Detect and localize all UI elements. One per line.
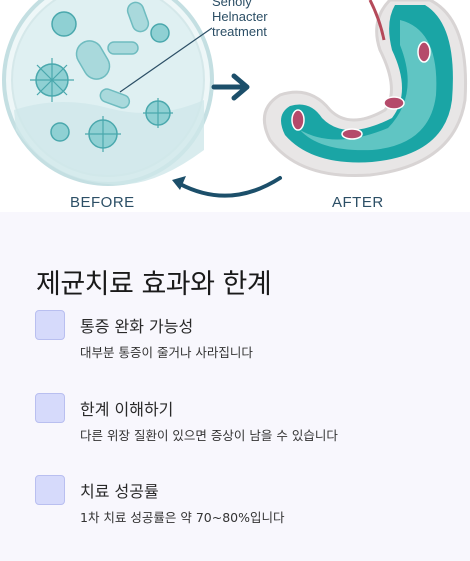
item-description: 다른 위장 질환이 있으면 증상이 남을 수 있습니다: [80, 428, 338, 443]
before-after-illustration: [2, 0, 468, 198]
item-title: 치료 성공률: [80, 482, 159, 501]
item-title: 통증 완화 가능성: [80, 317, 194, 336]
item-description: 대부분 통증이 줄거나 사라집니다: [80, 345, 253, 360]
item-description: 1차 치료 성공률은 약 70~80%입니다: [80, 510, 285, 525]
arrow-right-icon: [211, 73, 250, 101]
stomach-icon: [262, 0, 468, 178]
checkbox[interactable]: [35, 310, 65, 340]
annotation-text: Senoly Helnacter treatment: [212, 0, 268, 39]
annotation-line: Senoly: [212, 0, 252, 9]
list-item: 한계 이해하기 다른 위장 질환이 있으면 증상이 남을 수 있습니다: [35, 393, 455, 453]
section-title: 제균치료 효과와 한계: [36, 269, 272, 300]
before-label: BEFORE: [70, 194, 135, 211]
treatment-illustration: Senoly Helnacter treatment BEFORE AFTER: [0, 0, 470, 212]
list-item: 통증 완화 가능성 대부분 통증이 줄거나 사라집니다: [35, 310, 455, 370]
annotation-line: Helnacter: [212, 9, 268, 24]
annotation-line: treatment: [212, 24, 267, 39]
curved-arrow-icon: [172, 176, 282, 198]
treatment-effects-section: 제균치료 효과와 한계 통증 완화 가능성 대부분 통증이 줄거나 사라집니다 …: [0, 212, 470, 561]
petri-dish-icon: [2, 0, 214, 186]
checkbox[interactable]: [35, 393, 65, 423]
checkbox[interactable]: [35, 475, 65, 505]
list-item: 치료 성공률 1차 치료 성공률은 약 70~80%입니다: [35, 475, 455, 535]
after-label: AFTER: [332, 194, 384, 211]
item-title: 한계 이해하기: [80, 400, 174, 419]
